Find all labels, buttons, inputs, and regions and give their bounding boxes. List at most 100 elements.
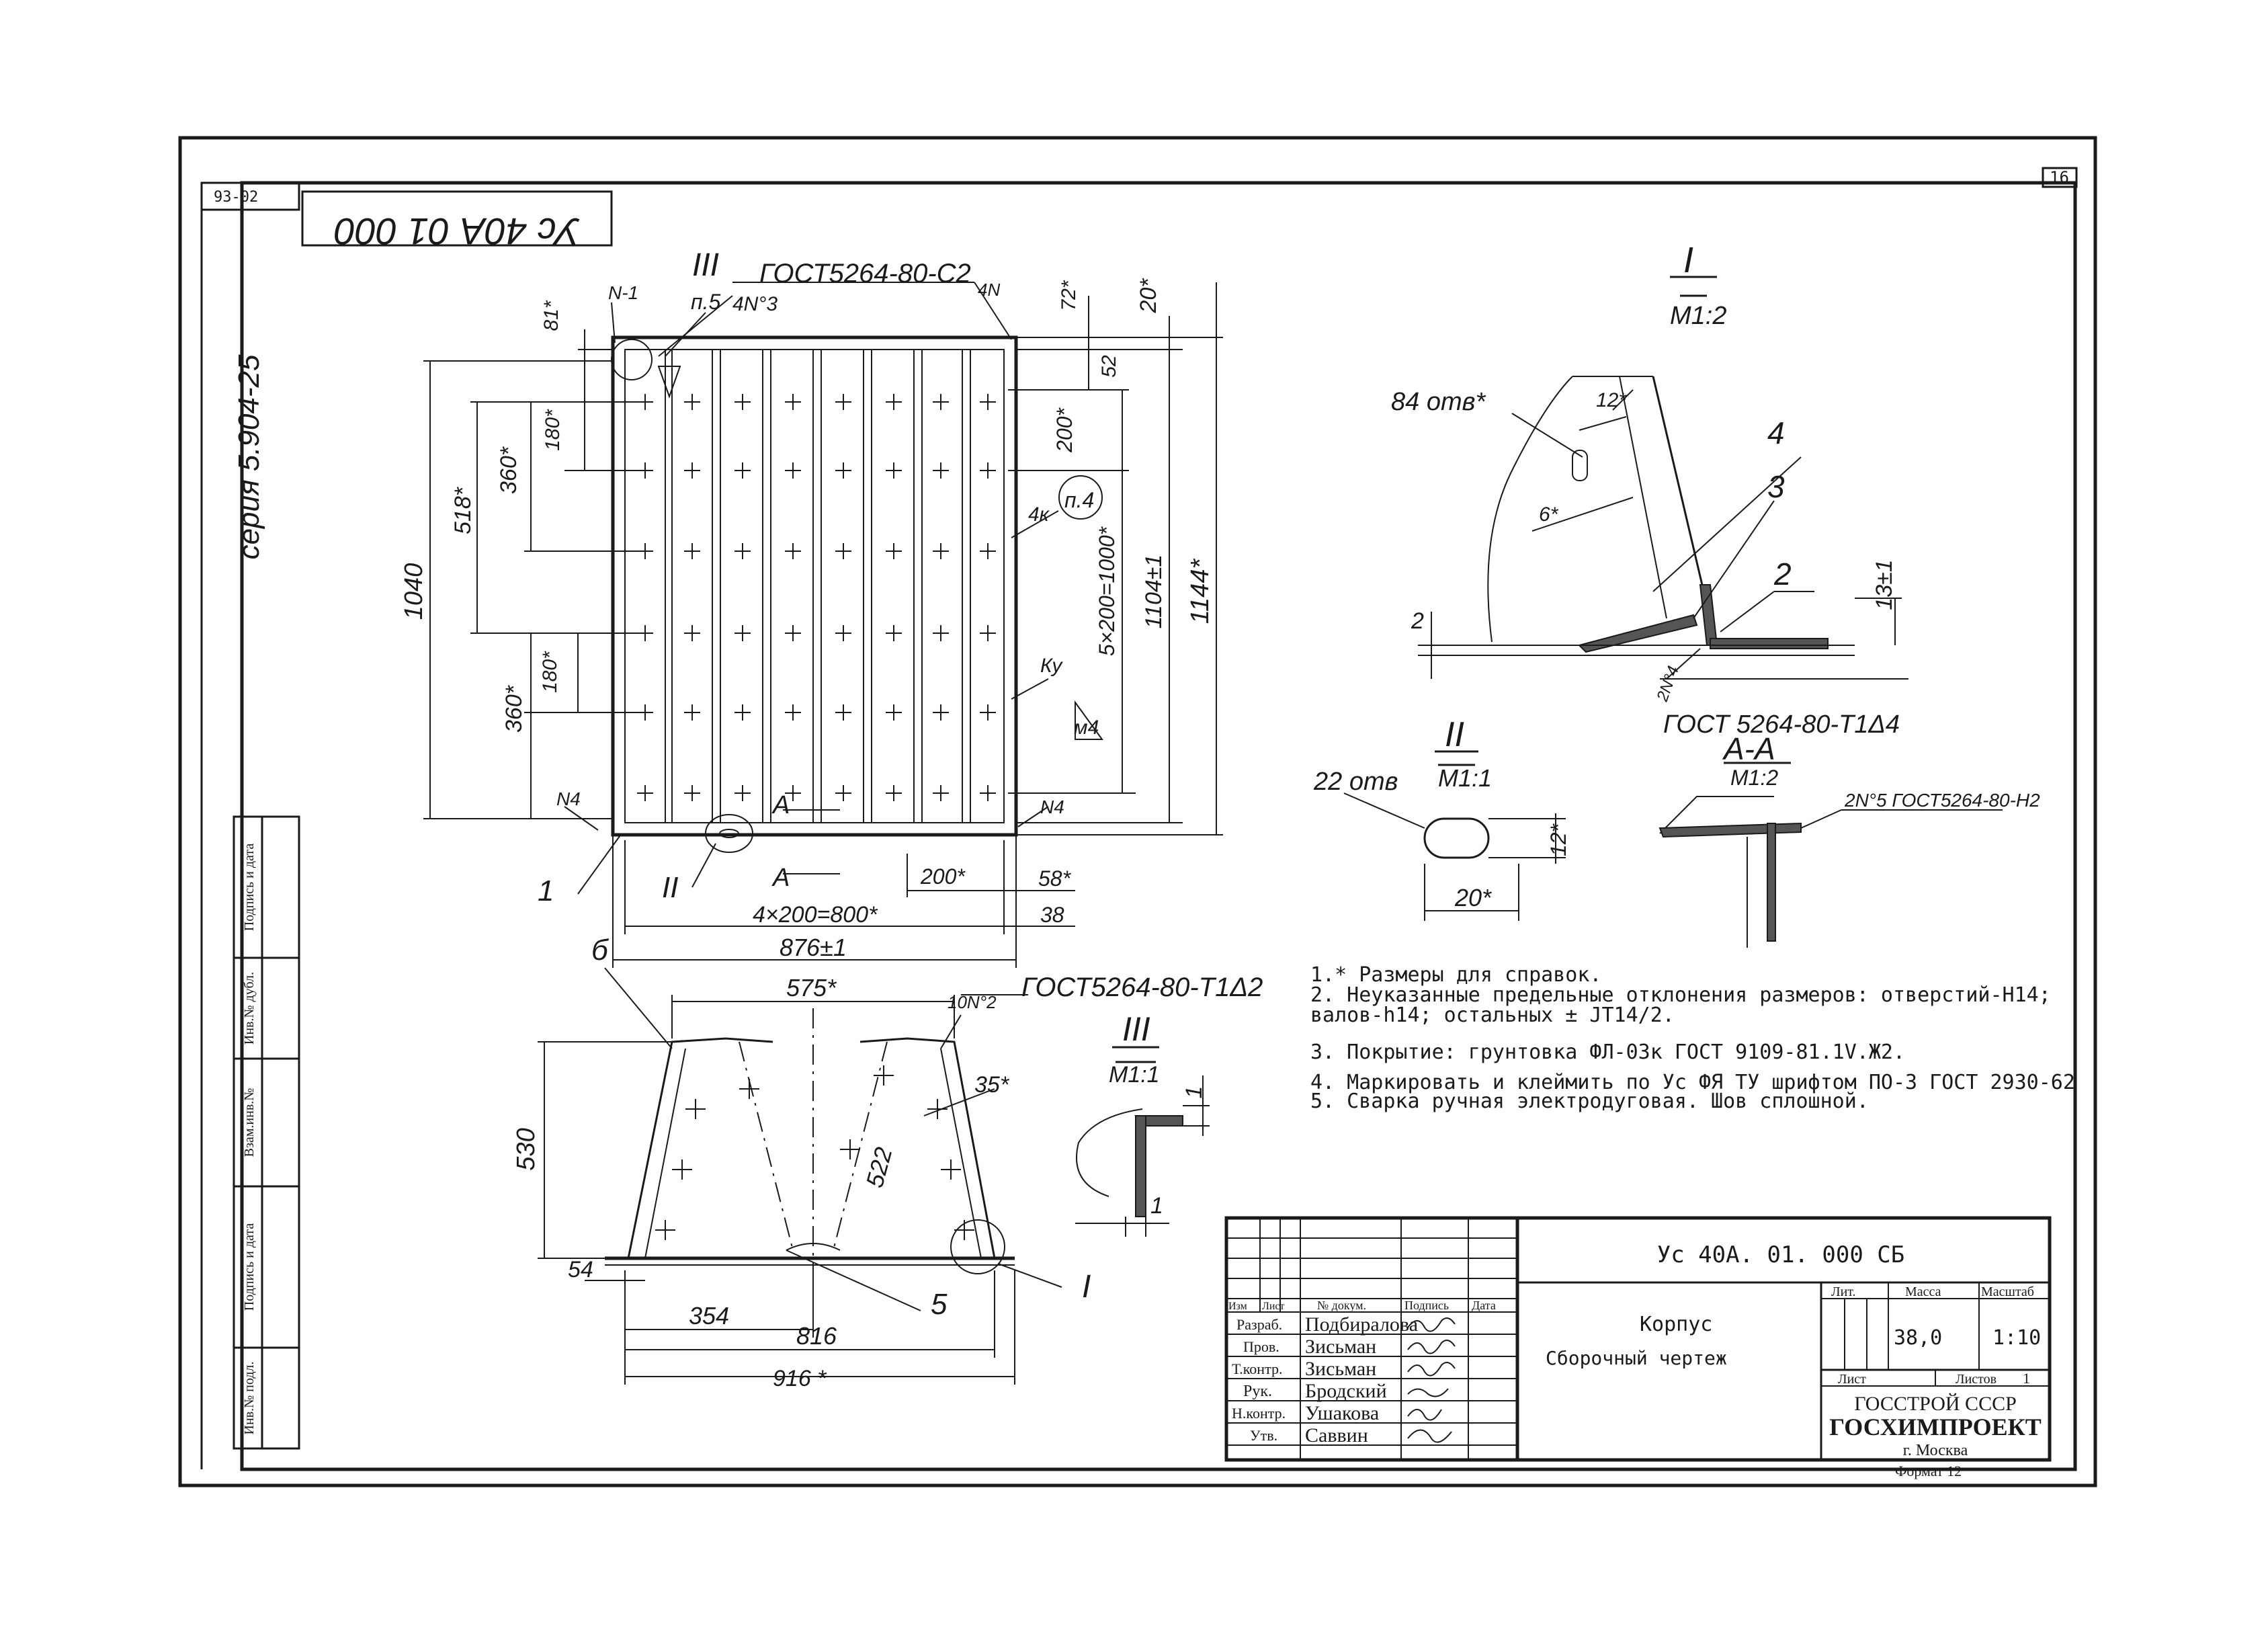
tb-lit-label: Лит. <box>1831 1284 1856 1299</box>
n4-left-label: N4 <box>556 788 581 809</box>
callout-circle <box>1058 475 1103 520</box>
detail-I-weld-std: ГОСТ 5264-80-Т1Δ4 <box>1663 710 1900 739</box>
detail-III-dim-1a: 1 <box>1181 1086 1207 1099</box>
dim-522: 522 <box>860 1144 897 1190</box>
note-3: 3. Покрытие: грунтовка ФЛ-03к ГОСТ 9109-… <box>1310 1040 1905 1064</box>
n1-top-label: N-1 <box>608 282 638 303</box>
tb-sheets-value: 1 <box>2023 1370 2030 1387</box>
detail-I-mark-4: 4 <box>1767 415 1785 450</box>
tb-person-4: Бродский <box>1305 1380 1387 1402</box>
section-AA-weld: 2N°5 ГОСТ5264-80-Н2 <box>1844 790 2040 811</box>
title-block <box>1224 1216 2052 1462</box>
tb-person-1: Подбиралова <box>1305 1313 1418 1336</box>
tb-col-date: Дата <box>1472 1299 1496 1312</box>
detail-I <box>1418 276 1908 680</box>
tb-col-doc: № докум. <box>1317 1299 1366 1312</box>
detail-I-dim-12: 12* <box>1596 389 1627 411</box>
weld-std-label: ГОСТ5264-80-С2 <box>759 259 971 288</box>
detail-II-scale: М1:1 <box>1438 764 1492 792</box>
note-1: 1.* Размеры для справок. <box>1310 963 1601 987</box>
mark-6-label: б <box>591 934 610 967</box>
tb-name-1: Корпус <box>1640 1313 1712 1336</box>
tb-scale-value: 1:10 <box>1992 1326 2041 1350</box>
detail-III <box>1075 1046 1210 1237</box>
detail-I-mark-3: 3 <box>1767 469 1785 504</box>
dim-35: 35* <box>974 1072 1010 1098</box>
tb-mass-value: 38,0 <box>1894 1326 1942 1350</box>
detail-II-holes: 22 отв <box>1313 768 1398 796</box>
dim-876: 876±1 <box>780 934 847 961</box>
ku-label: Ку <box>1040 655 1063 677</box>
main-dimension-lines <box>423 282 1223 968</box>
tb-role-2: Пров. <box>1243 1338 1279 1355</box>
k4-label: 4к <box>1028 503 1050 526</box>
dim-54: 54 <box>568 1257 593 1282</box>
front-n10-label: 10N°2 <box>948 992 997 1012</box>
detail-I-dim-2: 2 <box>1411 608 1424 634</box>
tb-person-2: Зисьман <box>1305 1336 1376 1358</box>
detail-III-dim-1b: 1 <box>1150 1193 1163 1219</box>
dim-530: 530 <box>512 1128 540 1170</box>
detail-I-scale: М1:2 <box>1670 302 1726 330</box>
p4-label: п.4 <box>1064 488 1094 512</box>
tb-name-2: Сборочный чертеж <box>1546 1347 1727 1369</box>
side-col-4: Подпись и дата <box>242 1223 257 1311</box>
tb-role-4: Рук. <box>1243 1383 1272 1400</box>
note-2: 2. Неуказанные предельные отклонения раз… <box>1310 983 2051 1007</box>
tb-role-6: Утв. <box>1250 1427 1277 1444</box>
tb-sheet-label: Лист <box>1838 1372 1866 1387</box>
dim-1104: 1104±1 <box>1141 555 1167 629</box>
side-col-2: Инв.№ дубл. <box>242 972 257 1045</box>
detail-II-title: II <box>1445 715 1464 754</box>
dim-58: 58* <box>1038 866 1072 891</box>
dim-20: 20* <box>1136 278 1161 314</box>
dim-354: 354 <box>689 1302 729 1330</box>
detail-III-scale: М1:1 <box>1109 1062 1160 1088</box>
tb-col-list: Лист <box>1262 1301 1285 1312</box>
tb-sheets-label: Листов <box>1956 1372 1997 1387</box>
notes: 1.* Размеры для справок. 2. Неуказанные … <box>1310 963 2075 1113</box>
dim-180b: 180* <box>539 651 561 693</box>
roman2-label: II <box>662 871 678 904</box>
dim-1040: 1040 <box>400 563 428 620</box>
tb-role-5: Н.контр. <box>1232 1405 1286 1422</box>
dim-5x200: 5×200=1000* <box>1095 526 1119 656</box>
dim-360a: 360* <box>496 446 521 494</box>
signatures <box>1407 1317 1456 1443</box>
n4-right-label: N4 <box>1040 796 1064 817</box>
dim-916: 916 * <box>773 1366 827 1391</box>
detail-I-title: I <box>1683 240 1693 280</box>
detail-I-dim-13: 13±1 <box>1872 559 1897 610</box>
n4-top-label: 4N <box>978 280 1000 300</box>
tb-format: Формат 12 <box>1895 1463 1962 1479</box>
detail-I-holes: 84 отв* <box>1391 388 1486 416</box>
dim-4x200: 4×200=800* <box>753 902 878 928</box>
tb-city: г. Москва <box>1903 1442 1968 1459</box>
dim-38: 38 <box>1040 903 1064 927</box>
tb-designation: Ус 40А. 01. 000 СБ <box>1657 1241 1904 1268</box>
weld-symbol-m4 <box>1075 700 1103 740</box>
front-view <box>605 1008 1015 1277</box>
dim-52: 52 <box>1098 355 1120 378</box>
sheet-number: 16 <box>2050 168 2069 187</box>
detail-II-dim-12: 12* <box>1546 823 1570 856</box>
roman3-label: III <box>692 247 719 283</box>
detail-III-title: III <box>1122 1010 1150 1048</box>
side-stamp <box>233 815 300 1450</box>
dim-200h: 200* <box>920 864 966 889</box>
doc-code-stamp: Ус 40А 01 000 <box>301 190 613 253</box>
series-label: серия 5.904-25 <box>233 354 265 559</box>
tb-person-6: Саввин <box>1305 1424 1368 1446</box>
dim-72: 72* <box>1058 280 1080 311</box>
sheet-frame <box>178 136 2097 1487</box>
front-dimension-lines <box>538 967 1062 1385</box>
tb-org-1: ГОССТРОЙ СССР <box>1854 1393 2017 1415</box>
tb-col-sign: Подпись <box>1404 1299 1449 1312</box>
dim-81: 81* <box>540 300 562 331</box>
dim-360b: 360* <box>501 684 527 733</box>
tb-role-1: Разраб. <box>1236 1316 1282 1333</box>
section-AA-title: А-А <box>1722 731 1775 766</box>
mark-1-label: 1 <box>538 874 554 907</box>
section-a-bottom: А <box>771 864 790 892</box>
